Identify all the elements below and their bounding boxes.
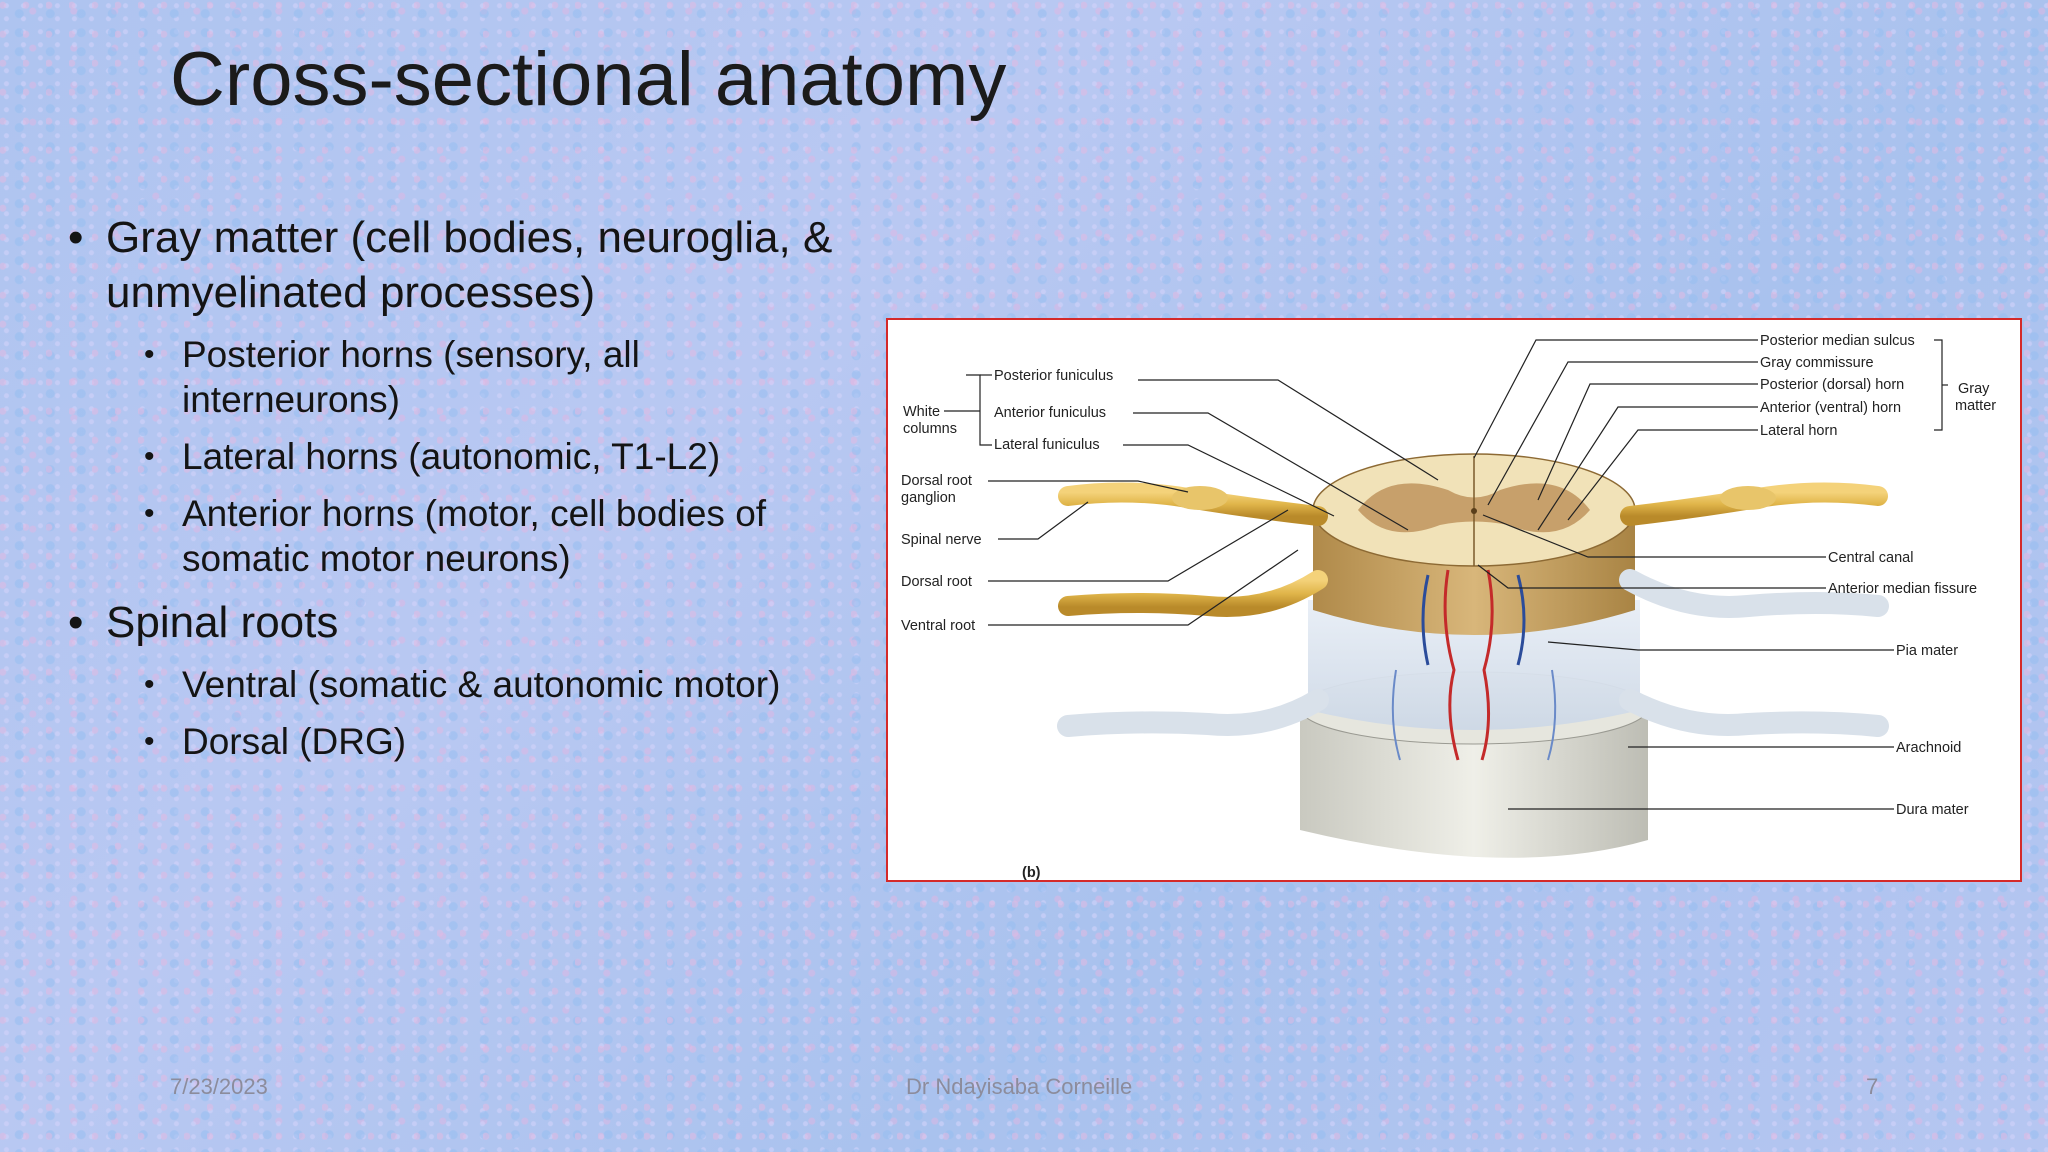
label-white-columns-1: White xyxy=(903,404,940,420)
label-dorsal-root-ganglion-2: ganglion xyxy=(901,490,956,506)
label-dura-mater: Dura mater xyxy=(1896,802,1969,818)
bullet-dot: • xyxy=(68,213,84,262)
bullet-list: • Gray matter (cell bodies, neuroglia, &… xyxy=(64,210,834,776)
left-nerve-roots xyxy=(1057,482,1329,737)
label-central-canal: Central canal xyxy=(1828,550,1913,566)
slide-title: Cross-sectional anatomy xyxy=(170,37,1007,122)
left-labels: White columns Posterior funiculus Anteri… xyxy=(901,368,1113,634)
bullet-dot: • xyxy=(144,668,155,701)
label-lateral-funiculus: Lateral funiculus xyxy=(994,437,1100,453)
sub-bullet-anterior-horns: • Anterior horns (motor, cell bodies of … xyxy=(64,491,834,581)
label-anterior-median-fissure: Anterior median fissure xyxy=(1828,581,1977,597)
sub-bullet-text: Ventral (somatic & autonomic motor) xyxy=(182,664,781,705)
label-pia-mater: Pia mater xyxy=(1896,643,1958,659)
label-dorsal-root-ganglion-1: Dorsal root xyxy=(901,473,972,489)
bullet-dot: • xyxy=(68,598,84,647)
bullet-dot: • xyxy=(144,725,155,758)
label-posterior-median-sulcus: Posterior median sulcus xyxy=(1760,333,1915,349)
sub-bullet-dorsal: • Dorsal (DRG) xyxy=(64,719,834,764)
label-anterior-funiculus: Anterior funiculus xyxy=(994,405,1106,421)
label-gray-commissure: Gray commissure xyxy=(1760,355,1874,371)
arachnoid-sheath xyxy=(1308,600,1640,730)
cord-cross-section xyxy=(1312,453,1636,567)
sub-bullet-text: Lateral horns (autonomic, T1-L2) xyxy=(182,436,721,477)
bullet-dot: • xyxy=(144,497,155,530)
label-posterior-funiculus: Posterior funiculus xyxy=(994,368,1113,384)
label-posterior-horn: Posterior (dorsal) horn xyxy=(1760,377,1904,393)
label-lateral-horn: Lateral horn xyxy=(1760,423,1837,439)
bullet-text: Gray matter (cell bodies, neuroglia, & u… xyxy=(106,213,833,317)
label-white-columns-2: columns xyxy=(903,421,957,437)
spinal-cord-figure: White columns Posterior funiculus Anteri… xyxy=(886,318,2022,882)
bullet-dot: • xyxy=(144,338,155,371)
panel-label: (b) xyxy=(1022,865,1041,881)
footer-date: 7/23/2023 xyxy=(170,1074,268,1099)
label-arachnoid: Arachnoid xyxy=(1896,740,1961,756)
right-labels: Posterior median sulcus Gray commissure … xyxy=(1760,333,1996,818)
sub-bullet-text: Posterior horns (sensory, all interneuro… xyxy=(182,334,640,420)
right-nerve-roots xyxy=(1619,482,1889,737)
bullet-text: Spinal roots xyxy=(106,598,339,647)
sub-bullet-lateral-horns: • Lateral horns (autonomic, T1-L2) xyxy=(64,434,834,479)
sub-bullet-posterior-horns: • Posterior horns (sensory, all interneu… xyxy=(64,332,834,422)
bullet-spinal-roots: • Spinal roots xyxy=(64,595,834,650)
label-dorsal-root: Dorsal root xyxy=(901,574,972,590)
sub-bullet-list: • Ventral (somatic & autonomic motor) • … xyxy=(64,662,834,764)
sub-bullet-text: Anterior horns (motor, cell bodies of so… xyxy=(182,493,767,579)
bullet-dot: • xyxy=(144,440,155,473)
sub-bullet-list: • Posterior horns (sensory, all interneu… xyxy=(64,332,834,581)
blood-vessels xyxy=(1391,569,1557,761)
footer-page-number: 7 xyxy=(1866,1074,1879,1099)
label-gray-matter-1: Gray xyxy=(1958,381,1990,397)
label-spinal-nerve: Spinal nerve xyxy=(901,532,982,548)
footer-author: Dr Ndayisaba Corneille xyxy=(906,1074,1133,1099)
label-anterior-horn: Anterior (ventral) horn xyxy=(1760,400,1901,416)
leader-lines xyxy=(944,339,1948,810)
sub-bullet-ventral: • Ventral (somatic & autonomic motor) xyxy=(64,662,834,707)
bullet-gray-matter: • Gray matter (cell bodies, neuroglia, &… xyxy=(64,210,834,320)
spinal-cord-illustration: White columns Posterior funiculus Anteri… xyxy=(901,333,1996,881)
sub-bullet-text: Dorsal (DRG) xyxy=(182,721,407,762)
label-ventral-root: Ventral root xyxy=(901,618,975,634)
label-gray-matter-2: matter xyxy=(1955,398,1996,414)
